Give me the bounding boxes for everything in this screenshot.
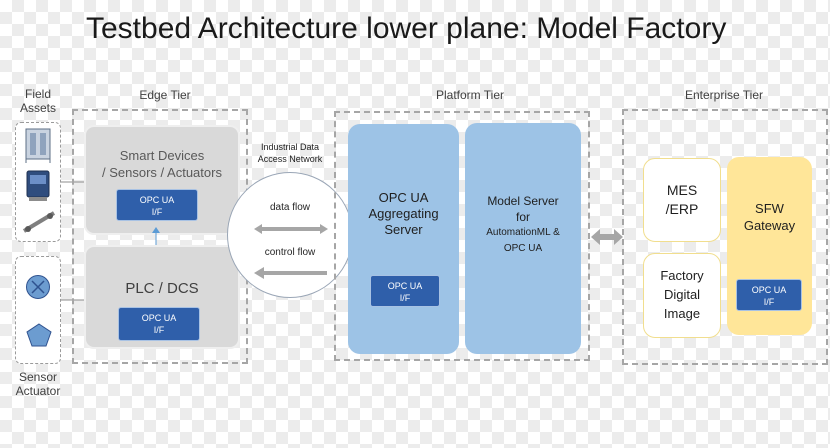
sensor-actuator-label: Sensor Actuator [2,370,74,398]
factory-digital-image-box: Factory Digital Image [643,253,721,338]
network-label-line2: Access Network [257,154,323,164]
aggregating-line2: Aggregating [368,206,439,221]
machine-icon [26,170,50,201]
smart-devices-line1: Smart Devices [119,148,205,163]
smart-tag-line1: OPC UA [139,195,175,205]
actuator-icon [26,323,52,347]
up-arrow-icon [152,227,160,247]
data-flow-label: data flow [269,202,311,213]
machine-icons [22,128,56,233]
enterprise-tier-label: Enterprise Tier [684,88,764,102]
platform-tier-label: Platform Tier [435,88,504,102]
field-assets-label: Field Assets [6,87,70,115]
plc-tag-line1: OPC UA [141,313,177,323]
smart-tag-line2: I/F [151,207,163,217]
data-flow-arrow-icon [254,224,328,234]
sfw-line2: Gateway [743,218,796,233]
aggregating-line1: OPC UA [378,190,429,205]
sfw-tag-line1: OPC UA [751,285,787,295]
plc-opc-ua-interface: OPC UA I/F [118,307,200,341]
network-label-line1: Industrial Data [260,142,320,152]
robot-cell-icon [25,128,51,163]
sfw-line1: SFW [755,201,784,216]
enterprise-tier-frame [622,109,828,365]
smart-devices-opc-ua-interface: OPC UA I/F [116,189,198,221]
factory-line3: Image [663,306,701,321]
conveyor-icon [22,211,56,233]
sensor-label: Sensor [18,370,58,384]
control-flow-label: control flow [264,247,316,258]
platform-enterprise-arrow-icon [591,229,623,245]
plc-dcs-label: PLC / DCS [125,280,199,297]
model-server-line4: OPC UA [503,243,543,254]
model-server-line1: Model Server [487,194,559,208]
model-server: Model Server for AutomationML & OPC UA [465,123,581,354]
factory-line2: Digital [663,287,701,302]
smart-devices-line2: / Sensors / Actuators [102,165,222,180]
mes-line2: /ERP [665,201,699,217]
factory-line1: Factory [660,268,704,283]
aggregating-line3: Server [384,222,423,237]
edge-tier-label: Edge Tier [139,88,191,102]
mes-line1: MES [666,182,698,198]
platform-tier-frame [334,111,590,361]
agg-tag-line1: OPC UA [387,281,423,291]
agg-tag-line2: I/F [399,293,411,303]
field-assets-label-line2: Assets [19,101,56,115]
sfw-tag-line2: I/F [763,297,775,307]
model-server-line3: AutomationML & [486,227,560,238]
control-flow-arrow-icon [254,267,327,279]
model-server-line2: for [515,210,530,224]
opc-ua-aggregating-server: OPC UA Aggregating Server [348,124,459,354]
mes-erp-box: MES /ERP [643,158,721,242]
network-label: Industrial Data Access Network [250,141,330,165]
sensor-icon [26,275,50,299]
sfw-opc-ua-interface: OPC UA I/F [736,279,802,311]
field-assets-label-line1: Field [24,87,51,101]
field-assets-machines-panel [15,122,61,242]
field-assets-sensors-panel [15,256,61,364]
actuator-label: Actuator [15,384,61,398]
plc-tag-line2: I/F [153,325,165,335]
page-title: Testbed Architecture lower plane: Model … [86,12,727,45]
aggregating-opc-ua-interface: OPC UA I/F [370,275,440,307]
